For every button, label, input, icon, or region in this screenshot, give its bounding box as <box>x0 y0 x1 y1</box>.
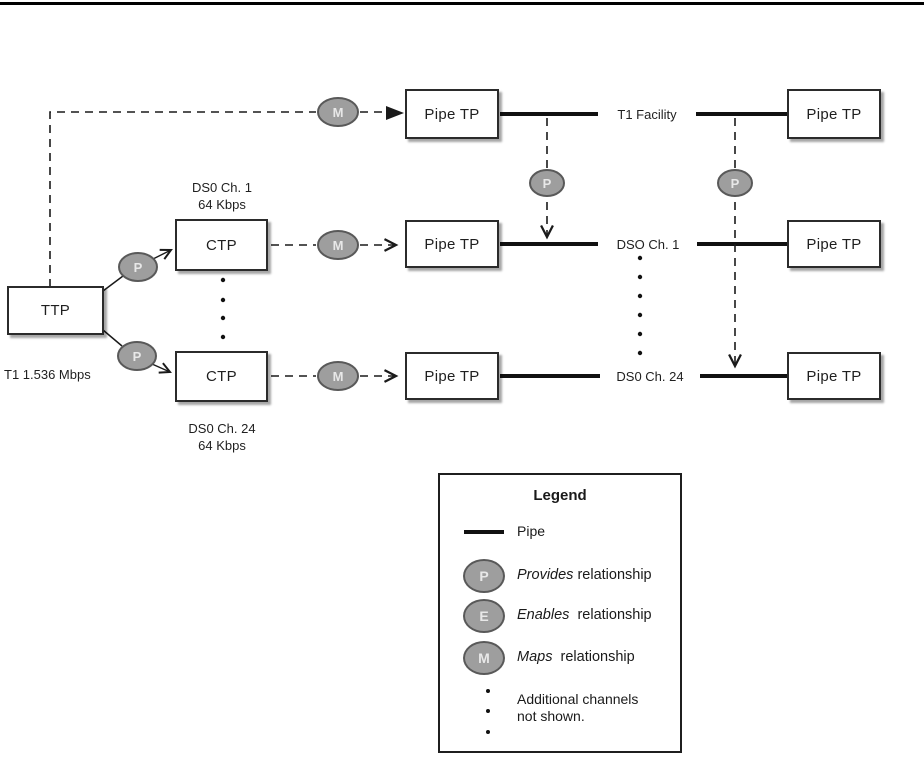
ctp-ch1-caption: DS0 Ch. 1 64 Kbps <box>162 179 282 213</box>
provides-letter: P <box>133 349 142 364</box>
provides-ellipse-t1-ch24: P <box>717 169 753 197</box>
ctp-ch1-caption-line2: 64 Kbps <box>198 197 246 212</box>
pipe-tp-node-ch1-right: Pipe TP <box>787 220 881 268</box>
pipe-tp-node-t1-right: Pipe TP <box>787 89 881 139</box>
maps-ellipse-top: M <box>317 97 359 127</box>
legend-maps-rest: relationship <box>552 649 635 665</box>
legend-dots-note-line2: not shown. <box>517 708 585 724</box>
pipe-ds0-ch1-label: DSO Ch. 1 <box>616 237 680 252</box>
legend-provides-term: Provides <box>517 567 574 583</box>
pipe-tp-node-ch24-left: Pipe TP <box>405 352 499 400</box>
legend-enables-rest: relationship <box>569 607 652 623</box>
provides-ellipse-t1-ch1: P <box>529 169 565 197</box>
legend-ellipsis-dot <box>486 709 490 713</box>
ctp-ch1-caption-line1: DS0 Ch. 1 <box>192 180 252 195</box>
pipe-tp-node-ch1-left: Pipe TP <box>405 220 499 268</box>
pipe-line-swatch <box>464 530 504 534</box>
filled-arrowhead <box>386 106 404 120</box>
legend-enables-term: Enables <box>517 607 570 623</box>
p2-to-ctp2-arrow <box>151 362 172 374</box>
provides-letter: P <box>543 176 552 191</box>
maps-ellipse-legend: M <box>463 641 505 675</box>
provides-letter: P <box>479 568 489 584</box>
t1-facility-label: T1 Facility <box>617 107 677 122</box>
maps-ellipse-row3: M <box>317 361 359 391</box>
enables-letter: E <box>479 608 489 624</box>
enables-ellipse-legend: E <box>463 599 505 633</box>
legend-provides-label: Provides relationship <box>517 567 652 583</box>
maps-letter: M <box>333 238 344 253</box>
maps-letter: M <box>333 105 344 120</box>
legend-title: Legend <box>533 487 587 504</box>
ctp-ch1-node: CTP <box>175 219 268 271</box>
legend-ellipsis-dot <box>486 730 490 734</box>
legend-maps-term: Maps <box>517 649 553 665</box>
provides-ellipse-legend: P <box>463 559 505 593</box>
maps-letter: M <box>478 650 490 666</box>
provides-ellipse-ttp-ctp1: P <box>118 252 158 282</box>
ttp-node: TTP <box>7 286 104 335</box>
ttp-to-p2-line <box>102 329 123 347</box>
legend-maps-label: Maps relationship <box>517 649 635 665</box>
ctp-ch24-caption: DS0 Ch. 24 64 Kbps <box>162 420 282 454</box>
provides-ellipse-ttp-ctp2: P <box>117 341 157 371</box>
ctp-ch24-node: CTP <box>175 351 268 402</box>
legend-dots-note-line1: Additional channels <box>517 691 639 707</box>
legend-ellipsis-dot <box>486 689 490 693</box>
page-top-rule <box>0 2 924 5</box>
ttp-to-m-dashed-line <box>49 111 316 287</box>
pipe-ellipsis-dots <box>637 255 643 356</box>
pipe-tp-node-ch24-right: Pipe TP <box>787 352 881 400</box>
ctp-ch24-caption-line2: 64 Kbps <box>198 438 246 453</box>
ctp-ch24-caption-line1: DS0 Ch. 24 <box>188 421 256 436</box>
p1-to-ctp1-arrow <box>152 248 173 260</box>
maps-letter: M <box>333 369 344 384</box>
t1-rate-label: T1 1.536 Mbps <box>4 367 91 382</box>
ctp-ellipsis-dots <box>220 277 226 340</box>
provides-letter: P <box>731 176 740 191</box>
maps-ellipse-row2: M <box>317 230 359 260</box>
provides-letter: P <box>134 260 143 275</box>
legend-provides-rest: relationship <box>573 567 652 583</box>
legend-enables-label: Enables relationship <box>517 607 652 623</box>
pipe-ds0-ch24-label: DS0 Ch. 24 <box>616 369 684 384</box>
ttp-to-p1-line <box>102 275 124 292</box>
legend-box: Legend Pipe P Provides relationship E En… <box>438 473 682 753</box>
legend-pipe-label: Pipe <box>517 523 546 539</box>
pipe-tp-node-t1-left: Pipe TP <box>405 89 499 139</box>
